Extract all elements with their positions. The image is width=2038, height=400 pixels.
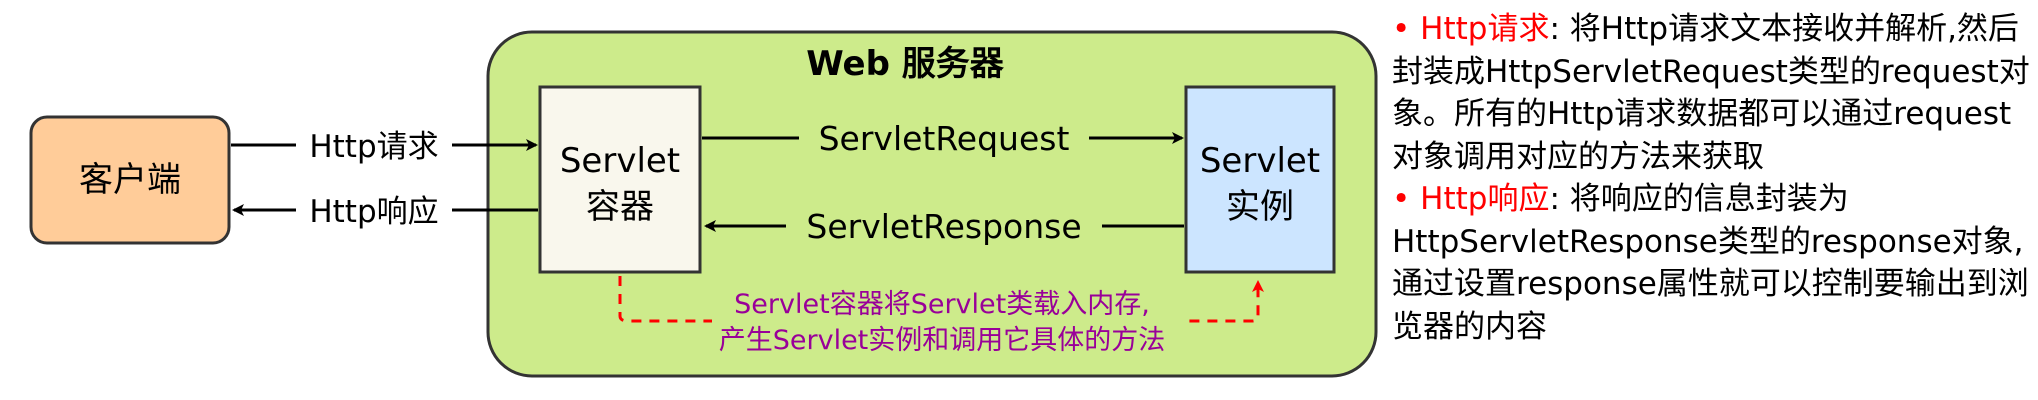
- servlet-response-label: ServletResponse: [806, 207, 1081, 246]
- note-colon: :: [1549, 11, 1560, 47]
- client-box: [29, 115, 231, 245]
- note-bullet: •: [1392, 11, 1411, 47]
- servlet-flow-diagram: Web 服务器 客户端 Servlet 容器 Servlet 实例 Http请求…: [29, 30, 1378, 378]
- servlet-response-label-bg: [786, 204, 1102, 248]
- servlet-instance-label-1: Servlet: [1200, 141, 1320, 181]
- servlet-container-label-2: 容器: [586, 187, 654, 227]
- load-note-bg: [712, 280, 1182, 366]
- note-colon: :: [1549, 181, 1560, 217]
- http-response-label: Http响应: [309, 194, 438, 230]
- note-text: 将响应的信息封装为HttpServletResponse类型的response对…: [1392, 181, 2029, 345]
- http-response-label-bg: [296, 189, 452, 231]
- servlet-request-label: ServletRequest: [819, 119, 1070, 158]
- note-term: Http响应: [1420, 181, 1550, 217]
- servlet-container-box: [538, 85, 702, 274]
- client-label: 客户端: [79, 160, 181, 200]
- servlet-instance-label-2: 实例: [1226, 187, 1294, 227]
- note-term: Http请求: [1420, 11, 1550, 47]
- load-note-line1: Servlet容器将Servlet类载入内存,: [734, 289, 1150, 320]
- servlet-container-label-1: Servlet: [560, 141, 680, 181]
- note-http-response: • Http响应: 将响应的信息封装为HttpServletResponse类型…: [1392, 178, 2032, 348]
- load-note-line2: 产生Servlet实例和调用它具体的方法: [719, 325, 1166, 356]
- explanation-notes: • Http请求: 将Http请求文本接收并解析,然后封装成HttpServle…: [1392, 8, 2032, 348]
- note-bullet: •: [1392, 181, 1411, 217]
- http-request-label: Http请求: [309, 129, 438, 165]
- note-http-request: • Http请求: 将Http请求文本接收并解析,然后封装成HttpServle…: [1392, 8, 2032, 178]
- http-request-label-bg: [296, 124, 452, 166]
- servlet-instance-box: [1184, 85, 1336, 274]
- servlet-request-label-bg: [799, 117, 1089, 161]
- note-text: 将Http请求文本接收并解析,然后封装成HttpServletRequest类型…: [1392, 11, 2030, 175]
- web-server-title: Web 服务器: [806, 44, 1005, 84]
